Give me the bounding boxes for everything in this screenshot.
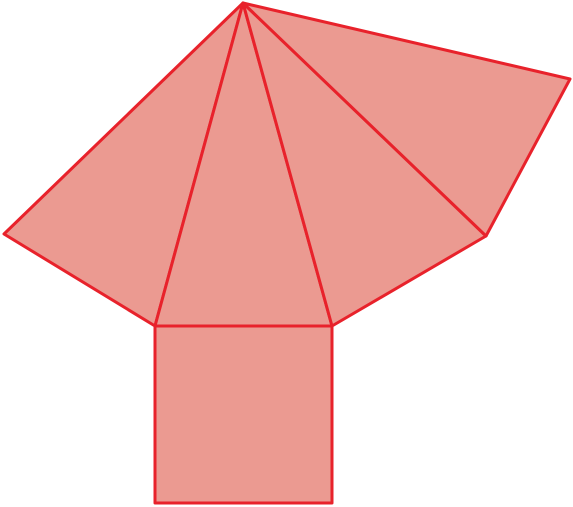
- triangle-face-far-right: [241, 1, 572, 238]
- square-base-face: [153, 324, 334, 505]
